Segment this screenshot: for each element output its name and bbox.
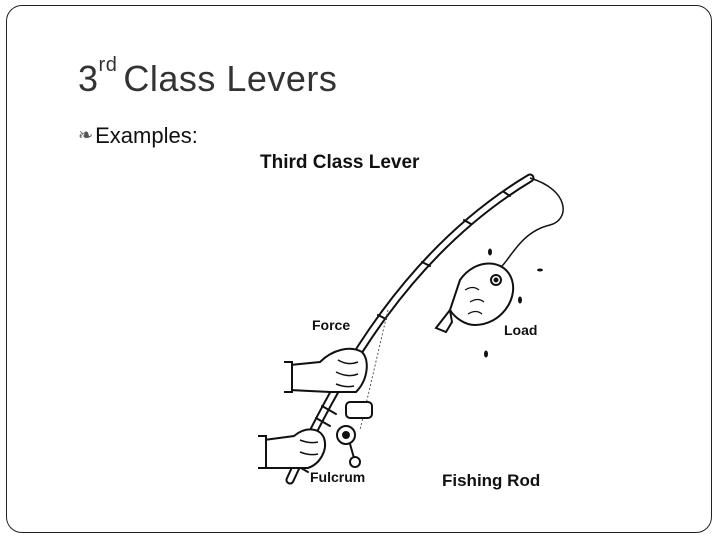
title-superscript: rd <box>98 54 118 76</box>
reel <box>336 401 373 468</box>
upper-hand <box>284 347 368 393</box>
figure-heading: Third Class Lever <box>260 152 420 173</box>
line-to-reel <box>359 309 389 431</box>
lower-hand <box>258 428 326 469</box>
leaf-bullet-icon: ❧ <box>78 125 94 145</box>
water-drops <box>484 248 543 358</box>
figure-caption: Fishing Rod <box>442 471 540 490</box>
title-rest: Class Levers <box>123 58 338 99</box>
fishing-line <box>499 177 564 269</box>
load-label: Load <box>504 322 537 338</box>
bullet-text: Examples: <box>95 123 198 148</box>
fish <box>434 262 515 334</box>
slide-frame <box>6 5 712 533</box>
fulcrum-label: Fulcrum <box>310 469 365 485</box>
force-label: Force <box>312 317 350 333</box>
bullet-examples: ❧Examples: <box>78 123 198 149</box>
title-number: 3 <box>78 58 99 99</box>
fishing-rod-illustration: Third Class Lever <box>258 152 564 490</box>
